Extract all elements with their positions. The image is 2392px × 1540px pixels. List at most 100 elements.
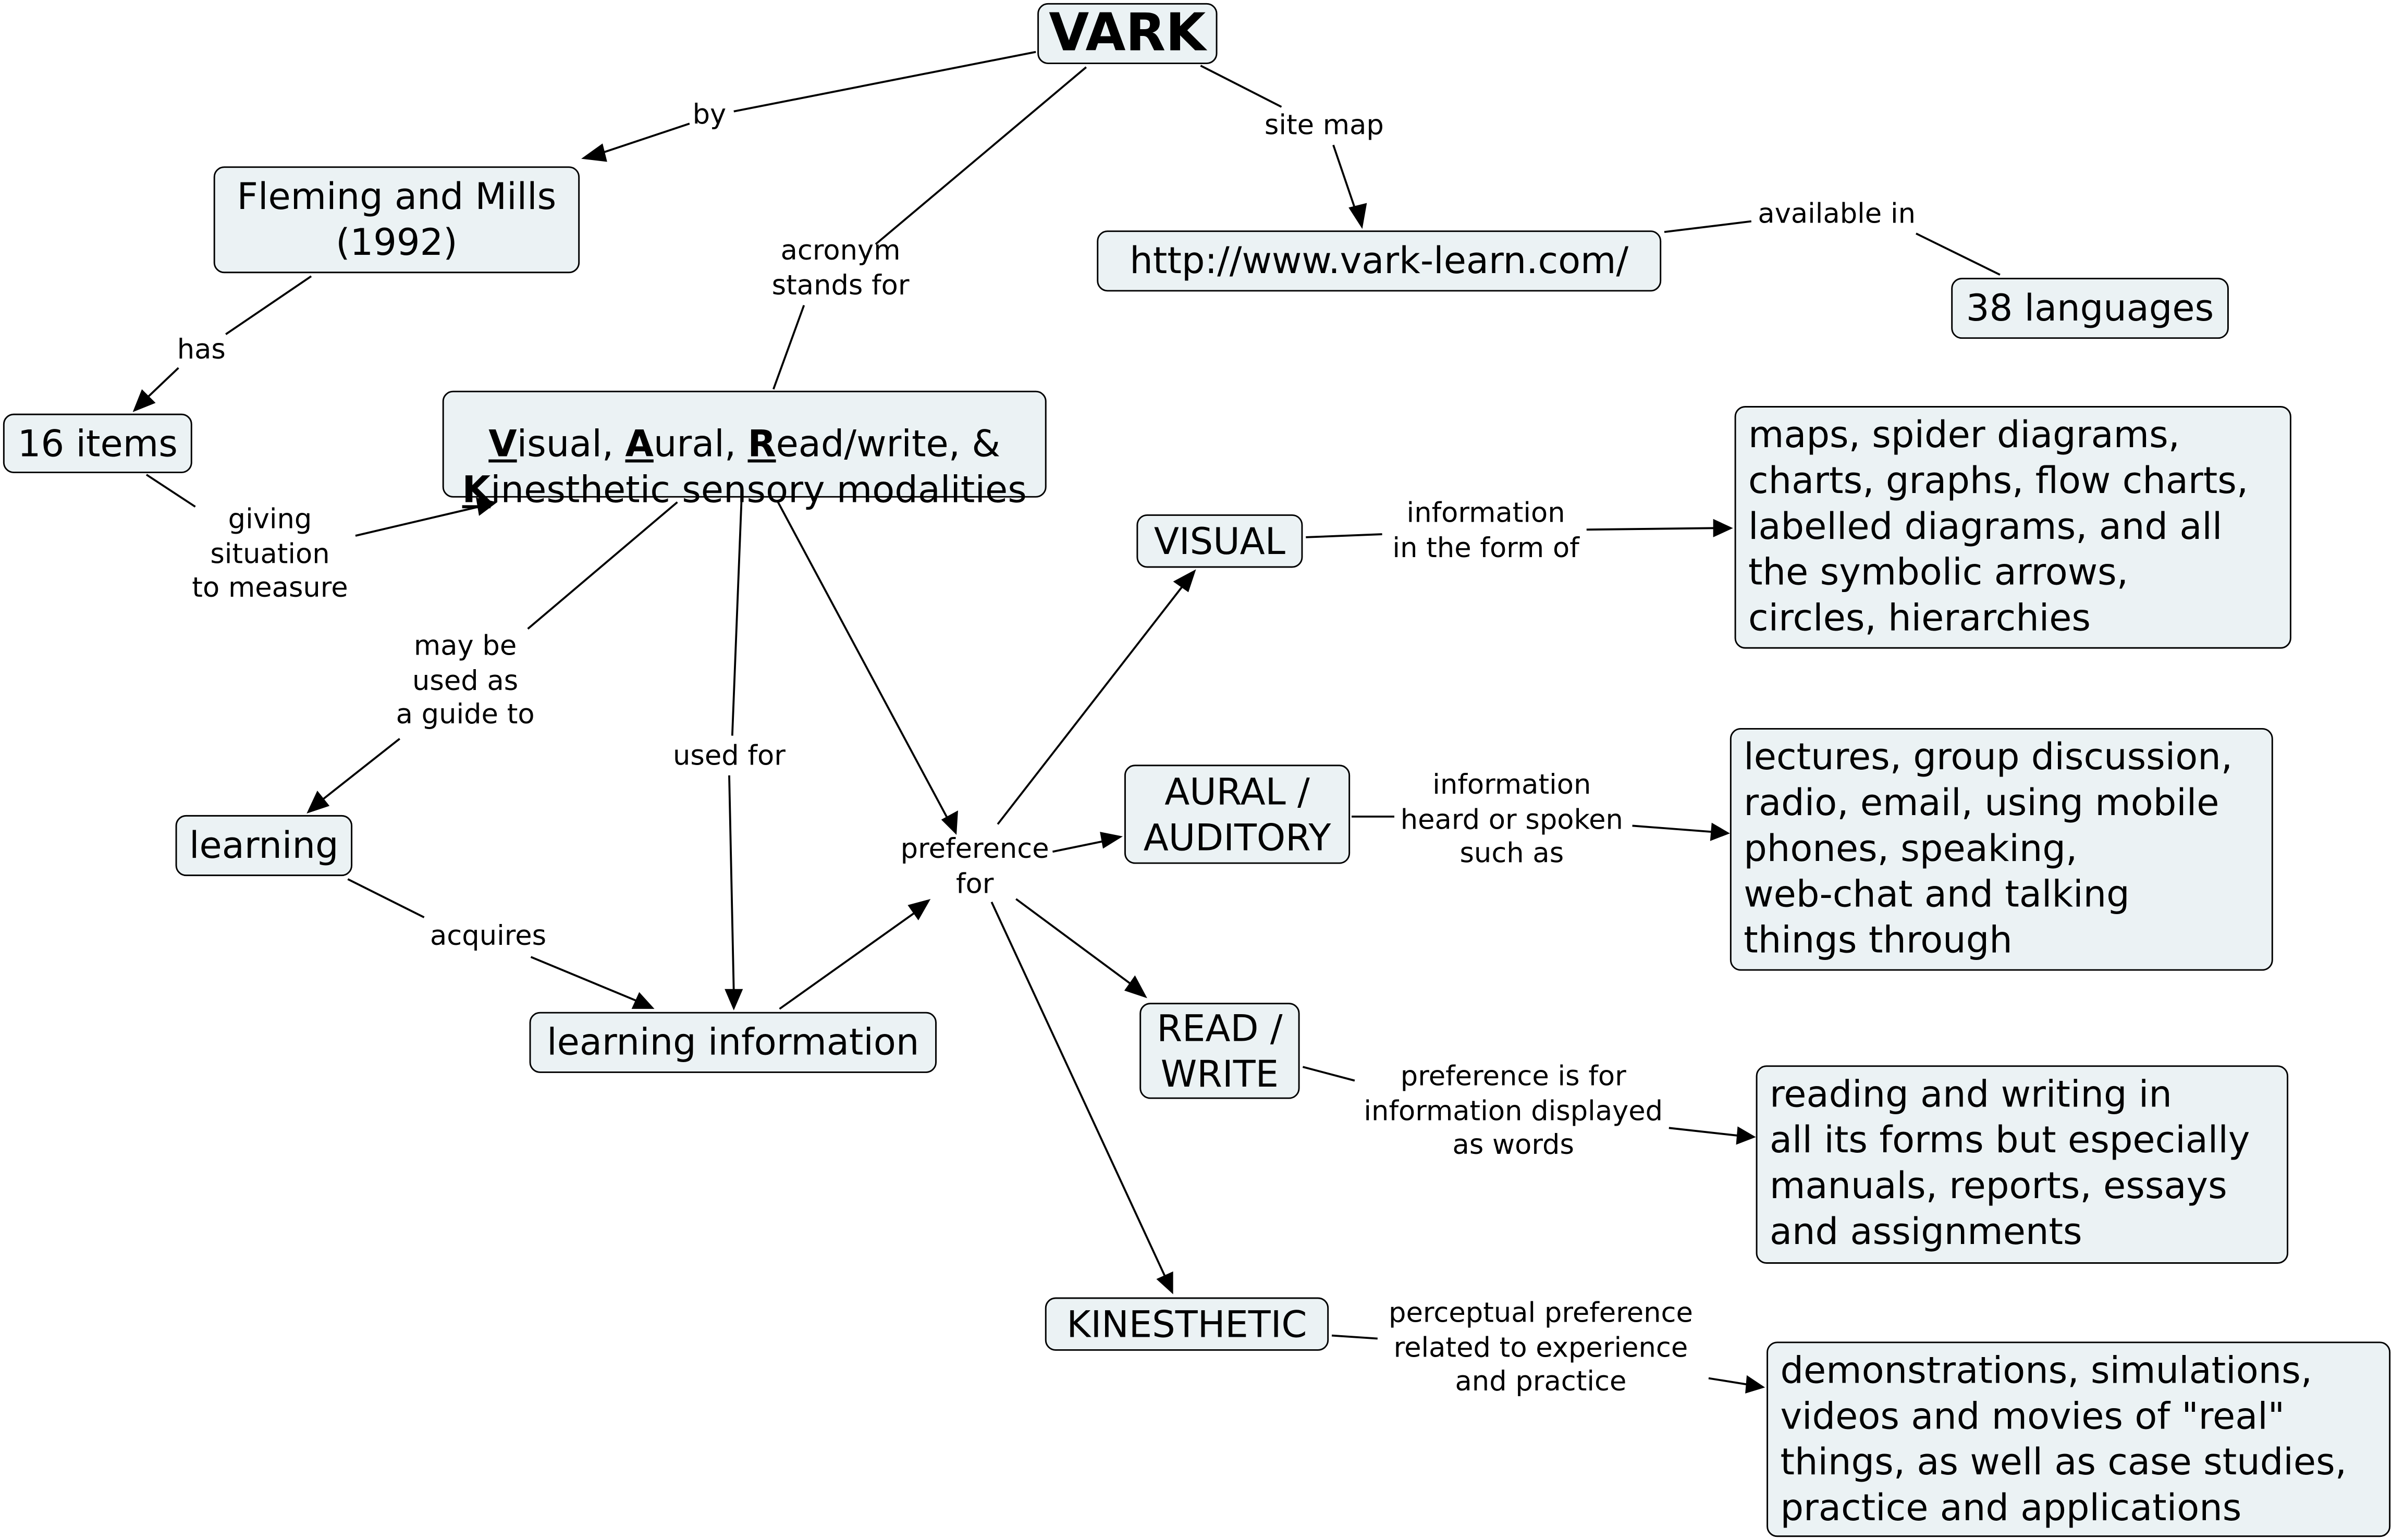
arrow-head	[1173, 569, 1196, 593]
link-label-giving-situation: giving situation to measure	[192, 503, 348, 605]
arrow-head	[1100, 832, 1123, 849]
connector-line	[1052, 840, 1105, 853]
connector-line	[997, 584, 1185, 825]
node-url-label: http://www.vark-learn.com/	[1130, 239, 1629, 282]
node-website-url[interactable]: http://www.vark-learn.com/	[1097, 230, 1662, 292]
node-aural-label: AURAL / AUDITORY	[1143, 770, 1331, 859]
initial-a: A	[625, 423, 654, 466]
link-label-used-for: used for	[672, 740, 786, 772]
initial-v: V	[488, 423, 517, 466]
connector-line	[1669, 1127, 1738, 1137]
arrow-head	[1713, 519, 1733, 537]
node-languages-label: 38 languages	[1966, 287, 2214, 330]
connector-line	[1015, 898, 1134, 987]
node-visual-label: VISUAL	[1154, 520, 1285, 563]
connector-line	[1632, 824, 1712, 833]
arrow-head	[1745, 1375, 1765, 1394]
connector-line	[597, 122, 690, 155]
connector-line	[733, 51, 1036, 113]
connector-line	[1916, 232, 2001, 276]
link-label-site-map: site map	[1264, 109, 1384, 142]
node-vark-label: VARK	[1049, 3, 1206, 65]
node-aural-examples[interactable]: lectures, group discussion, radio, email…	[1729, 728, 2273, 971]
link-label-kinesthetic-info: perceptual preference related to experie…	[1389, 1297, 1693, 1398]
link-label-acronym: acronym stands for	[771, 235, 910, 302]
connector-line	[1306, 533, 1382, 538]
node-learning-info-label: learning information	[547, 1021, 919, 1064]
node-sensory-modalities[interactable]: Visual, Aural, Read/write, & Kinesthetic …	[442, 390, 1047, 511]
connector-line	[320, 737, 400, 803]
link-label-visual-info: information in the form of	[1392, 497, 1579, 564]
node-learning-information[interactable]: learning information	[529, 1012, 937, 1073]
connector-line	[530, 956, 639, 1002]
initial-k: K	[462, 469, 491, 512]
link-label-has: has	[177, 334, 226, 366]
connector-line	[728, 775, 735, 992]
node-readwrite-examples-label: reading and writing in all its forms but…	[1769, 1073, 2250, 1253]
connector-line	[1200, 65, 1282, 108]
node-read-write[interactable]: READ / WRITE	[1139, 1003, 1300, 1099]
connector-line	[225, 275, 312, 335]
initial-r: R	[747, 423, 776, 466]
connector-line	[875, 66, 1087, 245]
link-label-by: by	[692, 99, 727, 131]
node-kinesthetic-label: KINESTHETIC	[1066, 1302, 1307, 1346]
text-part: isual,	[517, 423, 625, 466]
arrow-head	[1710, 822, 1730, 841]
arrow-head	[1348, 203, 1367, 229]
node-readwrite-examples[interactable]: reading and writing in all its forms but…	[1756, 1065, 2289, 1264]
connector-line	[347, 878, 425, 918]
connector-line	[777, 501, 949, 819]
connector-line	[772, 305, 805, 390]
connector-line	[1332, 144, 1357, 213]
arrow-head	[132, 389, 156, 412]
link-label-readwrite-info: preference is for information displayed …	[1364, 1061, 1663, 1162]
node-16-items[interactable]: 16 items	[3, 413, 192, 473]
connector-line	[731, 502, 743, 736]
link-label-available-in: available in	[1758, 198, 1916, 231]
link-label-preference-for: preference for	[900, 833, 1049, 900]
node-visual-examples-label: maps, spider diagrams, charts, graphs, f…	[1748, 413, 2249, 640]
arrow-head	[907, 899, 931, 921]
node-readwrite-label: READ / WRITE	[1157, 1006, 1283, 1095]
node-fleming-and-mills[interactable]: Fleming and Mills (1992)	[213, 166, 580, 274]
connector-line	[990, 902, 1167, 1278]
node-vark[interactable]: VARK	[1037, 3, 1218, 65]
link-label-aural-info: information heard or spoken such as	[1400, 769, 1623, 870]
arrow-head	[1736, 1126, 1756, 1145]
connector-line	[1664, 220, 1752, 233]
connector-line	[1708, 1377, 1747, 1386]
arrow-head	[1124, 975, 1147, 999]
arrow-head	[1156, 1271, 1173, 1295]
connector-line	[527, 501, 678, 630]
node-aural-auditory[interactable]: AURAL / AUDITORY	[1124, 765, 1351, 864]
node-learning[interactable]: learning	[175, 815, 353, 877]
node-kinesthetic-examples-label: demonstrations, simulations, videos and …	[1780, 1349, 2347, 1530]
text-part: ural,	[653, 423, 748, 466]
arrow-head	[941, 810, 958, 835]
node-kinesthetic-examples[interactable]: demonstrations, simulations, videos and …	[1767, 1341, 2391, 1537]
link-label-acquires: acquires	[430, 920, 547, 953]
arrow-head	[306, 791, 330, 814]
node-modalities-label: Visual, Aural, Read/write, & Kinesthetic …	[462, 375, 1027, 513]
node-visual-examples[interactable]: maps, spider diagrams, charts, graphs, f…	[1734, 406, 2291, 649]
arrow-head	[725, 989, 743, 1011]
connector-line	[1586, 527, 1715, 531]
node-fleming-label: Fleming and Mills (1992)	[237, 175, 557, 264]
text-part: inesthetic sensory modalities	[490, 469, 1027, 512]
text-part: ead/write, &	[776, 423, 1001, 466]
link-label-guide: may be used as a guide to	[396, 630, 535, 731]
node-38-languages[interactable]: 38 languages	[1951, 278, 2229, 339]
node-items-label: 16 items	[17, 422, 178, 465]
connector-line	[355, 506, 480, 537]
connector-line	[145, 474, 196, 508]
node-visual[interactable]: VISUAL	[1136, 514, 1303, 568]
node-kinesthetic[interactable]: KINESTHETIC	[1045, 1297, 1329, 1351]
arrow-head	[581, 143, 607, 162]
connector-line	[1302, 1066, 1355, 1082]
arrow-head	[476, 497, 498, 516]
node-aural-examples-label: lectures, group discussion, radio, email…	[1744, 735, 2233, 962]
node-learning-label: learning	[189, 824, 339, 867]
